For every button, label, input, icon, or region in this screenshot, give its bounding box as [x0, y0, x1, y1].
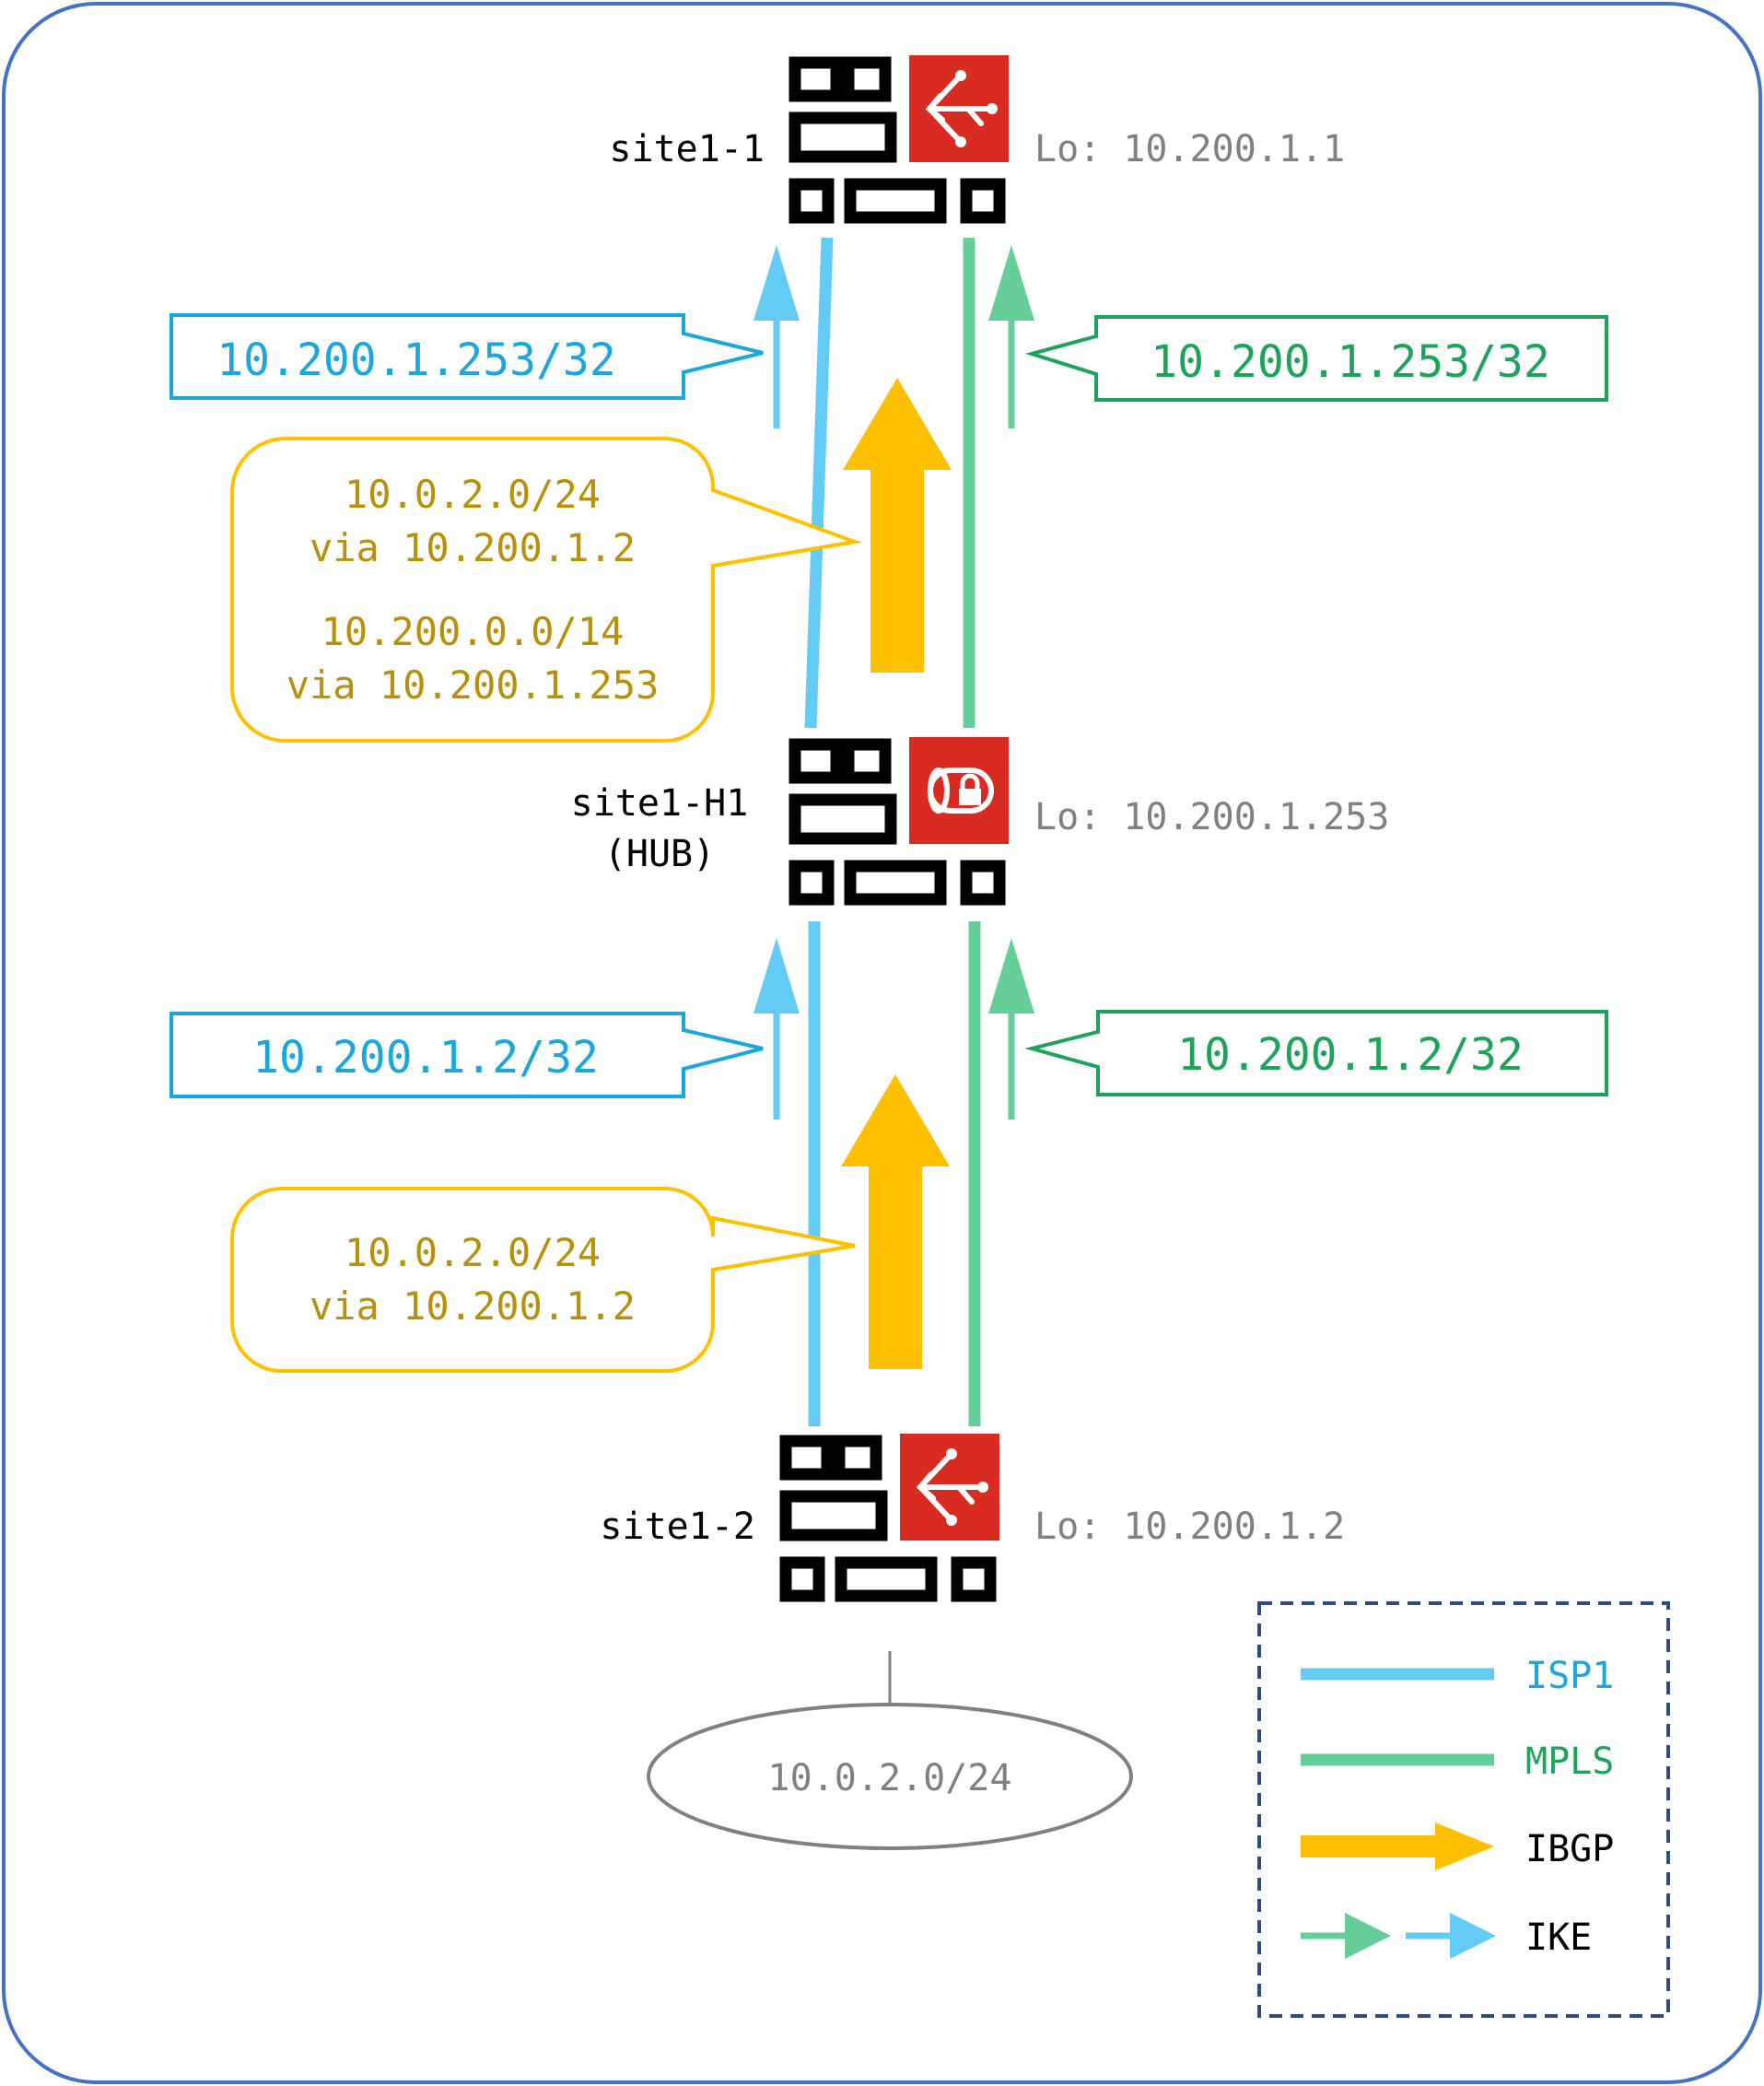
legend-ibgp-label: IBGP — [1525, 1828, 1614, 1870]
callout-lower-mpls: 10.200.1.2/32 — [1024, 1010, 1608, 1096]
lower-ibgp-line2: via 10.200.1.2 — [310, 1283, 636, 1329]
site1-h1-name: site1-H1 — [571, 782, 749, 825]
callout-lower-isp1-text: 10.200.1.2/32 — [252, 1032, 599, 1084]
legend-ibgp-swatch — [1301, 1822, 1494, 1870]
callout-upper-isp1-text: 10.200.1.253/32 — [216, 334, 615, 386]
upper-ibgp-line1: 10.0.2.0/24 — [345, 472, 601, 517]
site1-1-loopback: Lo: 10.200.1.1 — [1034, 128, 1345, 170]
site1-2-name: site1-2 — [600, 1506, 755, 1548]
site1-h1-role: (HUB) — [604, 833, 715, 875]
ike-arrows-isp1 — [753, 245, 800, 1119]
ibgp-arrows — [841, 378, 952, 1369]
callout-upper-isp1: 10.200.1.253/32 — [169, 313, 764, 400]
subnet-label: 10.0.2.0/24 — [768, 1757, 1012, 1799]
callout-upper-ibgp: 10.0.2.0/24 via 10.200.1.2 10.200.0.0/14… — [230, 437, 862, 743]
legend-isp1-label: ISP1 — [1525, 1655, 1614, 1697]
mpls-links — [963, 238, 981, 1426]
legend: ISP1 MPLS IBGP IKE — [1257, 1601, 1670, 2018]
legend-mpls-label: MPLS — [1525, 1740, 1614, 1783]
ike-arrows-mpls — [988, 245, 1034, 1119]
legend-ike-label: IKE — [1525, 1916, 1592, 1959]
callout-lower-isp1: 10.200.1.2/32 — [169, 1012, 764, 1098]
subnet-cloud — [647, 1703, 1133, 1850]
site1-1-name: site1-1 — [609, 128, 765, 170]
upper-ibgp-line2: via 10.200.1.2 — [310, 525, 636, 570]
upper-ibgp-line4: via 10.200.1.253 — [286, 662, 660, 708]
site1-2-loopback: Lo: 10.200.1.2 — [1034, 1506, 1345, 1548]
legend-ike-swatch — [1301, 1913, 1496, 1959]
isp1-links — [804, 237, 834, 1426]
site1-h1-loopback: Lo: 10.200.1.253 — [1034, 796, 1389, 838]
lower-ibgp-line1: 10.0.2.0/24 — [345, 1230, 601, 1275]
upper-ibgp-line3: 10.200.0.0/14 — [321, 609, 625, 654]
callout-lower-ibgp: 10.0.2.0/24 via 10.200.1.2 — [230, 1187, 856, 1373]
callout-lower-mpls-text: 10.200.1.2/32 — [1177, 1029, 1524, 1081]
callout-upper-mpls-text: 10.200.1.253/32 — [1151, 336, 1549, 388]
callout-upper-mpls: 10.200.1.253/32 — [1024, 315, 1608, 402]
